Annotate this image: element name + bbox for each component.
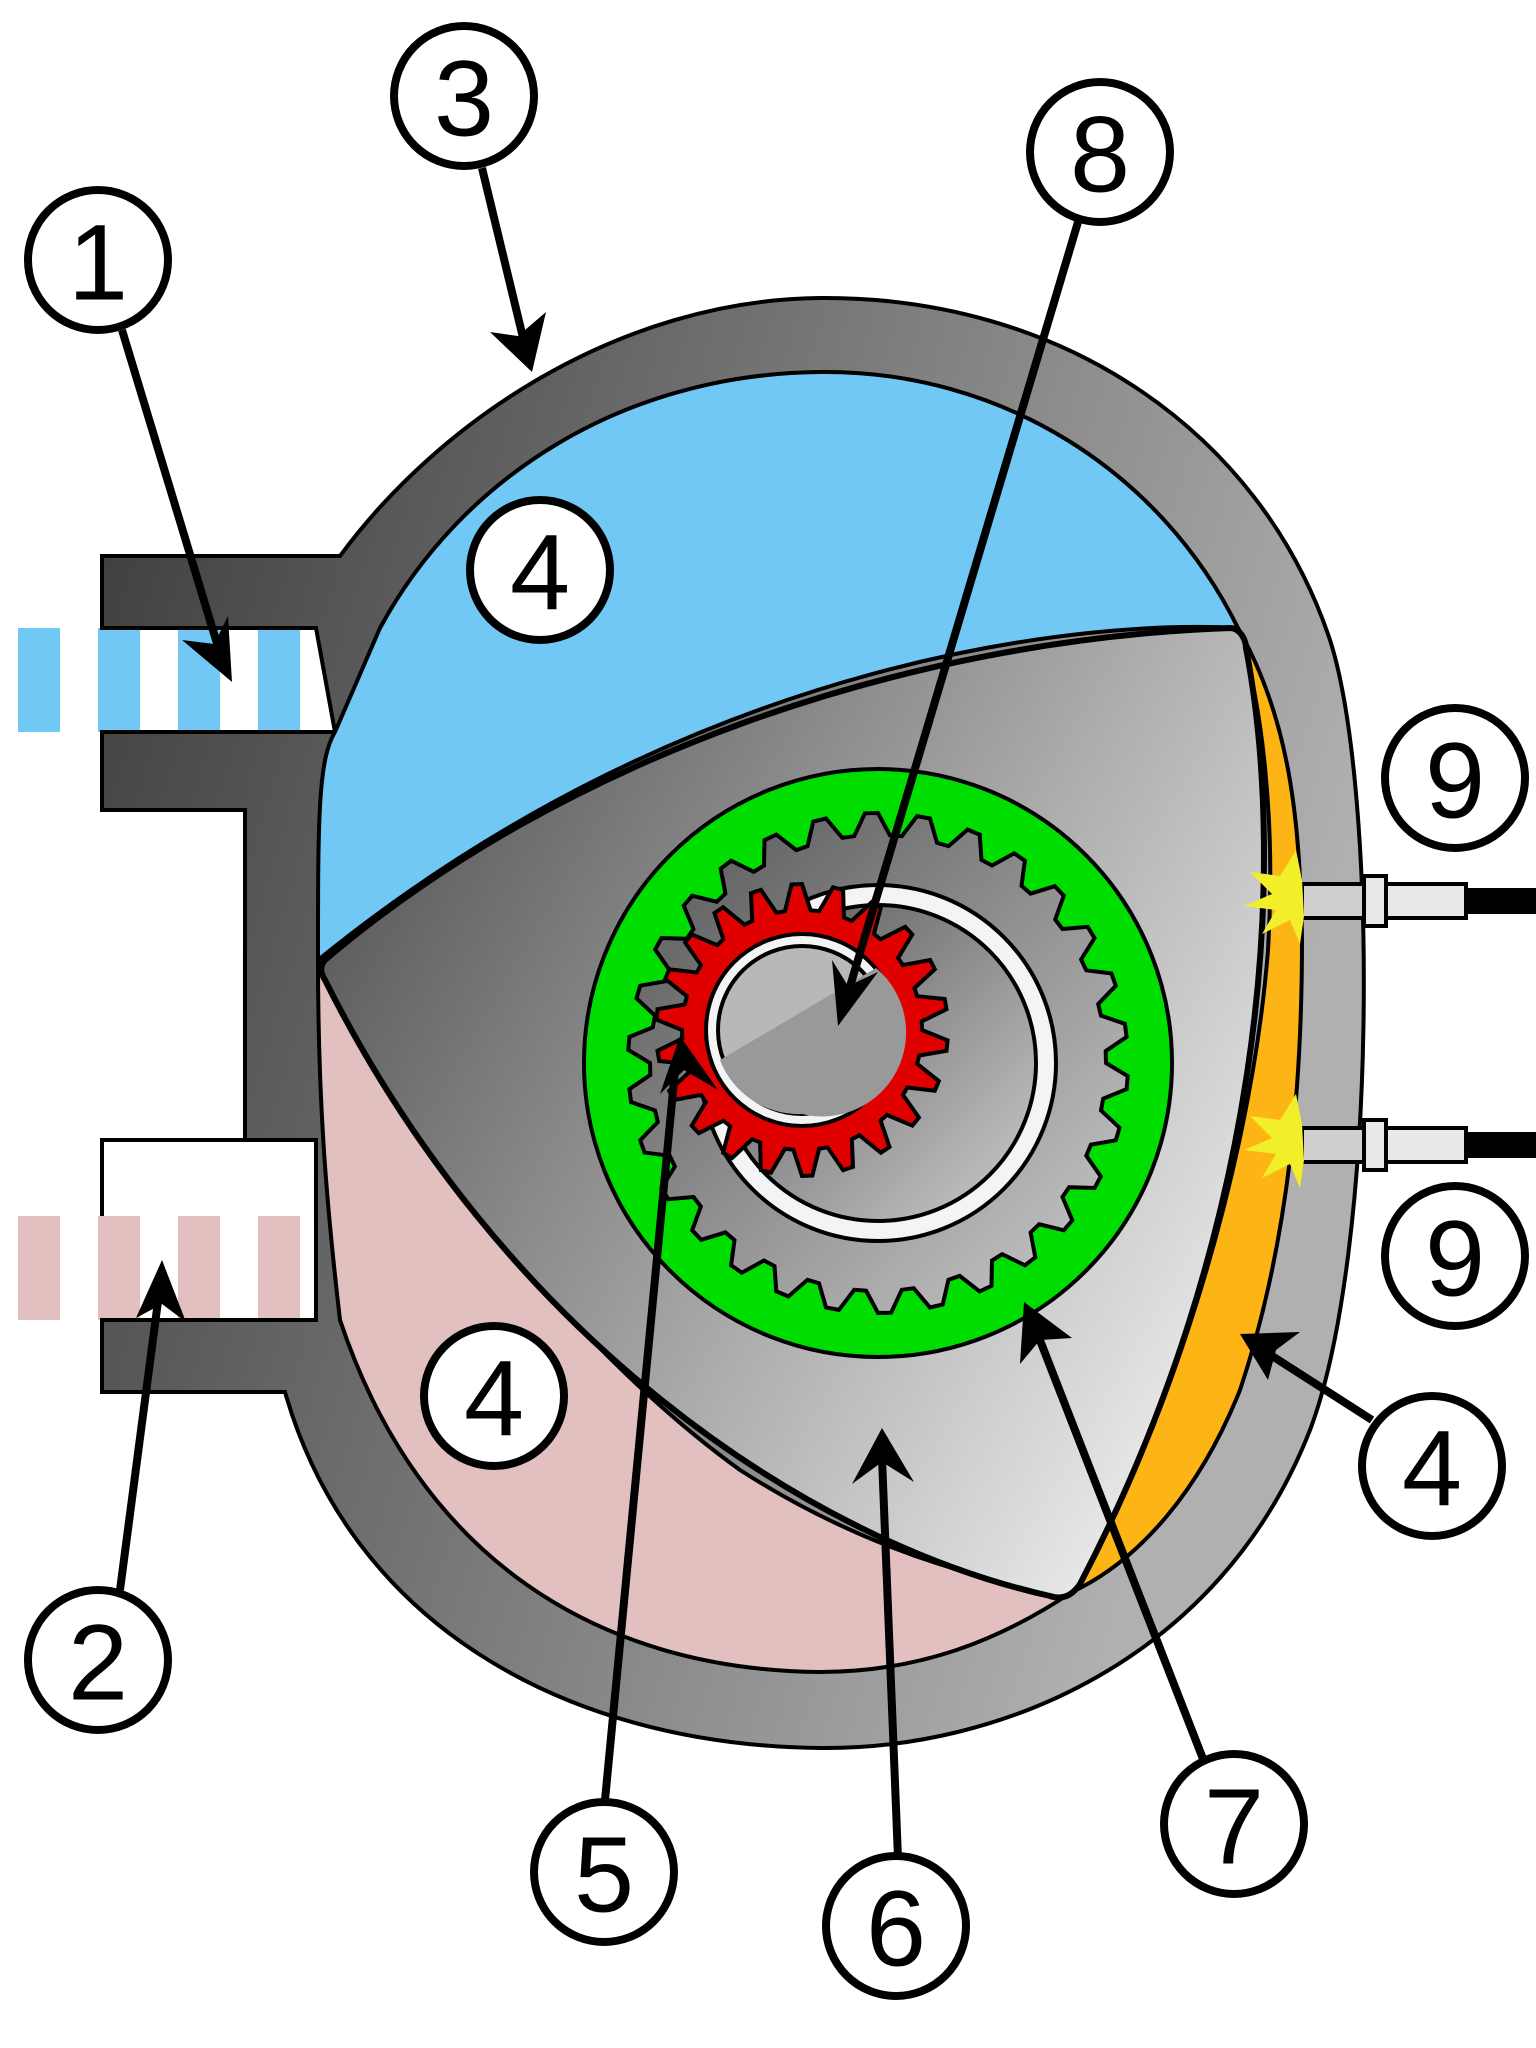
svg-text:4: 4 bbox=[464, 1338, 524, 1459]
callout-4-exhaust: 4 bbox=[420, 1322, 568, 1470]
callout-9-upper: 9 bbox=[1381, 704, 1529, 852]
callout-5: 5 bbox=[530, 1798, 678, 1946]
svg-text:1: 1 bbox=[68, 202, 128, 323]
svg-text:7: 7 bbox=[1204, 1766, 1264, 1887]
svg-text:2: 2 bbox=[68, 1602, 128, 1723]
shaft-shade bbox=[720, 968, 907, 1117]
svg-text:4: 4 bbox=[510, 512, 570, 633]
callout-3: 3 bbox=[390, 22, 538, 170]
spark-plug-upper bbox=[1300, 874, 1536, 928]
leader-lines bbox=[116, 167, 1375, 1859]
svg-text:4: 4 bbox=[1402, 1408, 1462, 1529]
spark-upper bbox=[1244, 850, 1304, 944]
callout-4-combustion: 4 bbox=[1358, 1392, 1506, 1540]
spark-plug-lower bbox=[1300, 1118, 1536, 1172]
callout-4-intake: 4 bbox=[466, 496, 614, 644]
svg-text:5: 5 bbox=[574, 1814, 634, 1935]
callout-8: 8 bbox=[1026, 78, 1174, 226]
exhaust-flow-stripes bbox=[18, 1216, 300, 1320]
spark-lower bbox=[1244, 1094, 1304, 1188]
callout-7: 7 bbox=[1160, 1750, 1308, 1898]
svg-text:9: 9 bbox=[1425, 1198, 1485, 1319]
callout-6: 6 bbox=[822, 1852, 970, 2000]
svg-text:6: 6 bbox=[866, 1868, 926, 1989]
callout-2: 2 bbox=[24, 1586, 172, 1734]
intake-flow-stripes bbox=[18, 628, 300, 732]
svg-text:9: 9 bbox=[1425, 720, 1485, 841]
svg-text:8: 8 bbox=[1070, 94, 1130, 215]
callout-9-lower: 9 bbox=[1381, 1182, 1529, 1330]
svg-text:3: 3 bbox=[434, 38, 494, 159]
callout-1: 1 bbox=[24, 186, 172, 334]
